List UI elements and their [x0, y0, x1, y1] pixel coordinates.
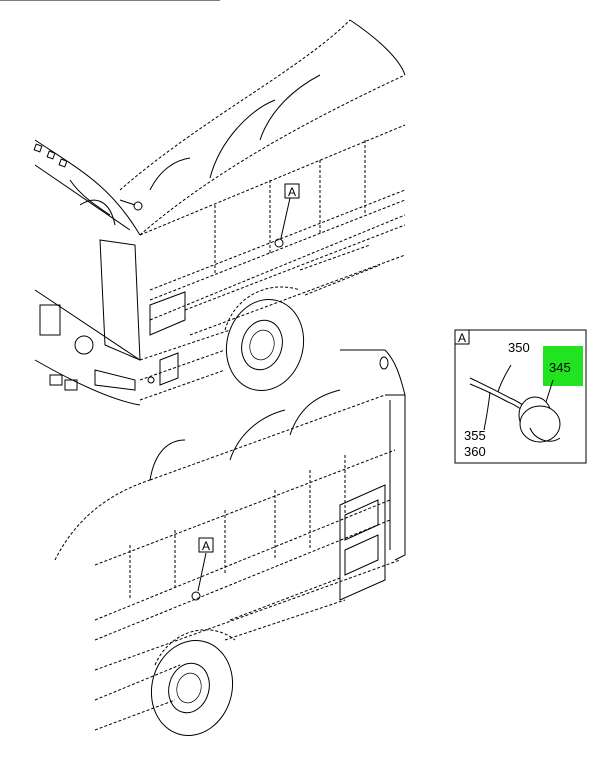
callout-box-top — [284, 183, 300, 199]
part-label-345: 345 — [549, 360, 571, 375]
callout-box-bottom — [198, 537, 214, 553]
bus-front-view — [0, 0, 406, 406]
callout-label-top: A — [288, 185, 296, 199]
detail-label-box — [454, 329, 470, 345]
bus-rear-view — [54, 349, 406, 737]
callout-label-bottom: A — [202, 539, 210, 553]
part-label-355: 355 — [464, 428, 486, 443]
part-label-360: 360 — [464, 444, 486, 459]
detail-label: A — [458, 331, 466, 345]
part-label-350: 350 — [508, 340, 530, 355]
part-345-highlight — [543, 346, 583, 386]
detail-a-panel: A 350 345 355 360 — [454, 329, 587, 464]
